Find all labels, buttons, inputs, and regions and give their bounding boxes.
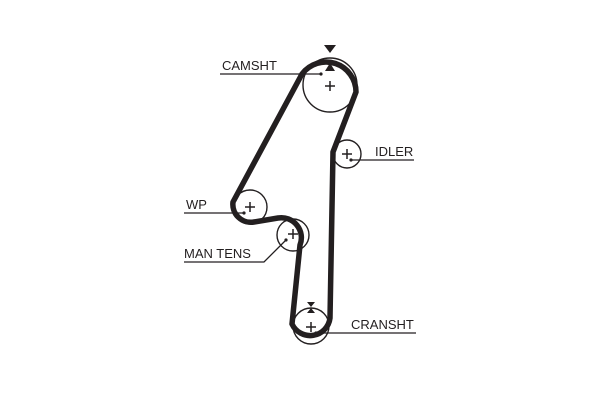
crank-timing-mark-pulley-icon [307,308,315,313]
water-pump-label: WP [186,197,207,212]
timing-mark-top-icon [324,45,336,53]
camshaft-pulley [302,45,358,113]
manual-tensioner-pulley [276,218,310,252]
camshaft-label: CAMSHT [222,58,277,73]
idler-pulley [332,139,362,169]
man-tens-leader [184,239,287,263]
manual-tensioner-label: MAN TENS [184,246,251,261]
crankshaft-pulley [292,302,330,345]
idler-label: IDLER [375,144,413,159]
timing-belt [230,59,359,339]
crankshaft-label: CRANSHT [351,317,414,332]
timing-mark-pulley-icon [325,63,335,71]
water-pump-pulley [232,189,268,225]
crank-timing-mark-top-icon [307,302,315,307]
